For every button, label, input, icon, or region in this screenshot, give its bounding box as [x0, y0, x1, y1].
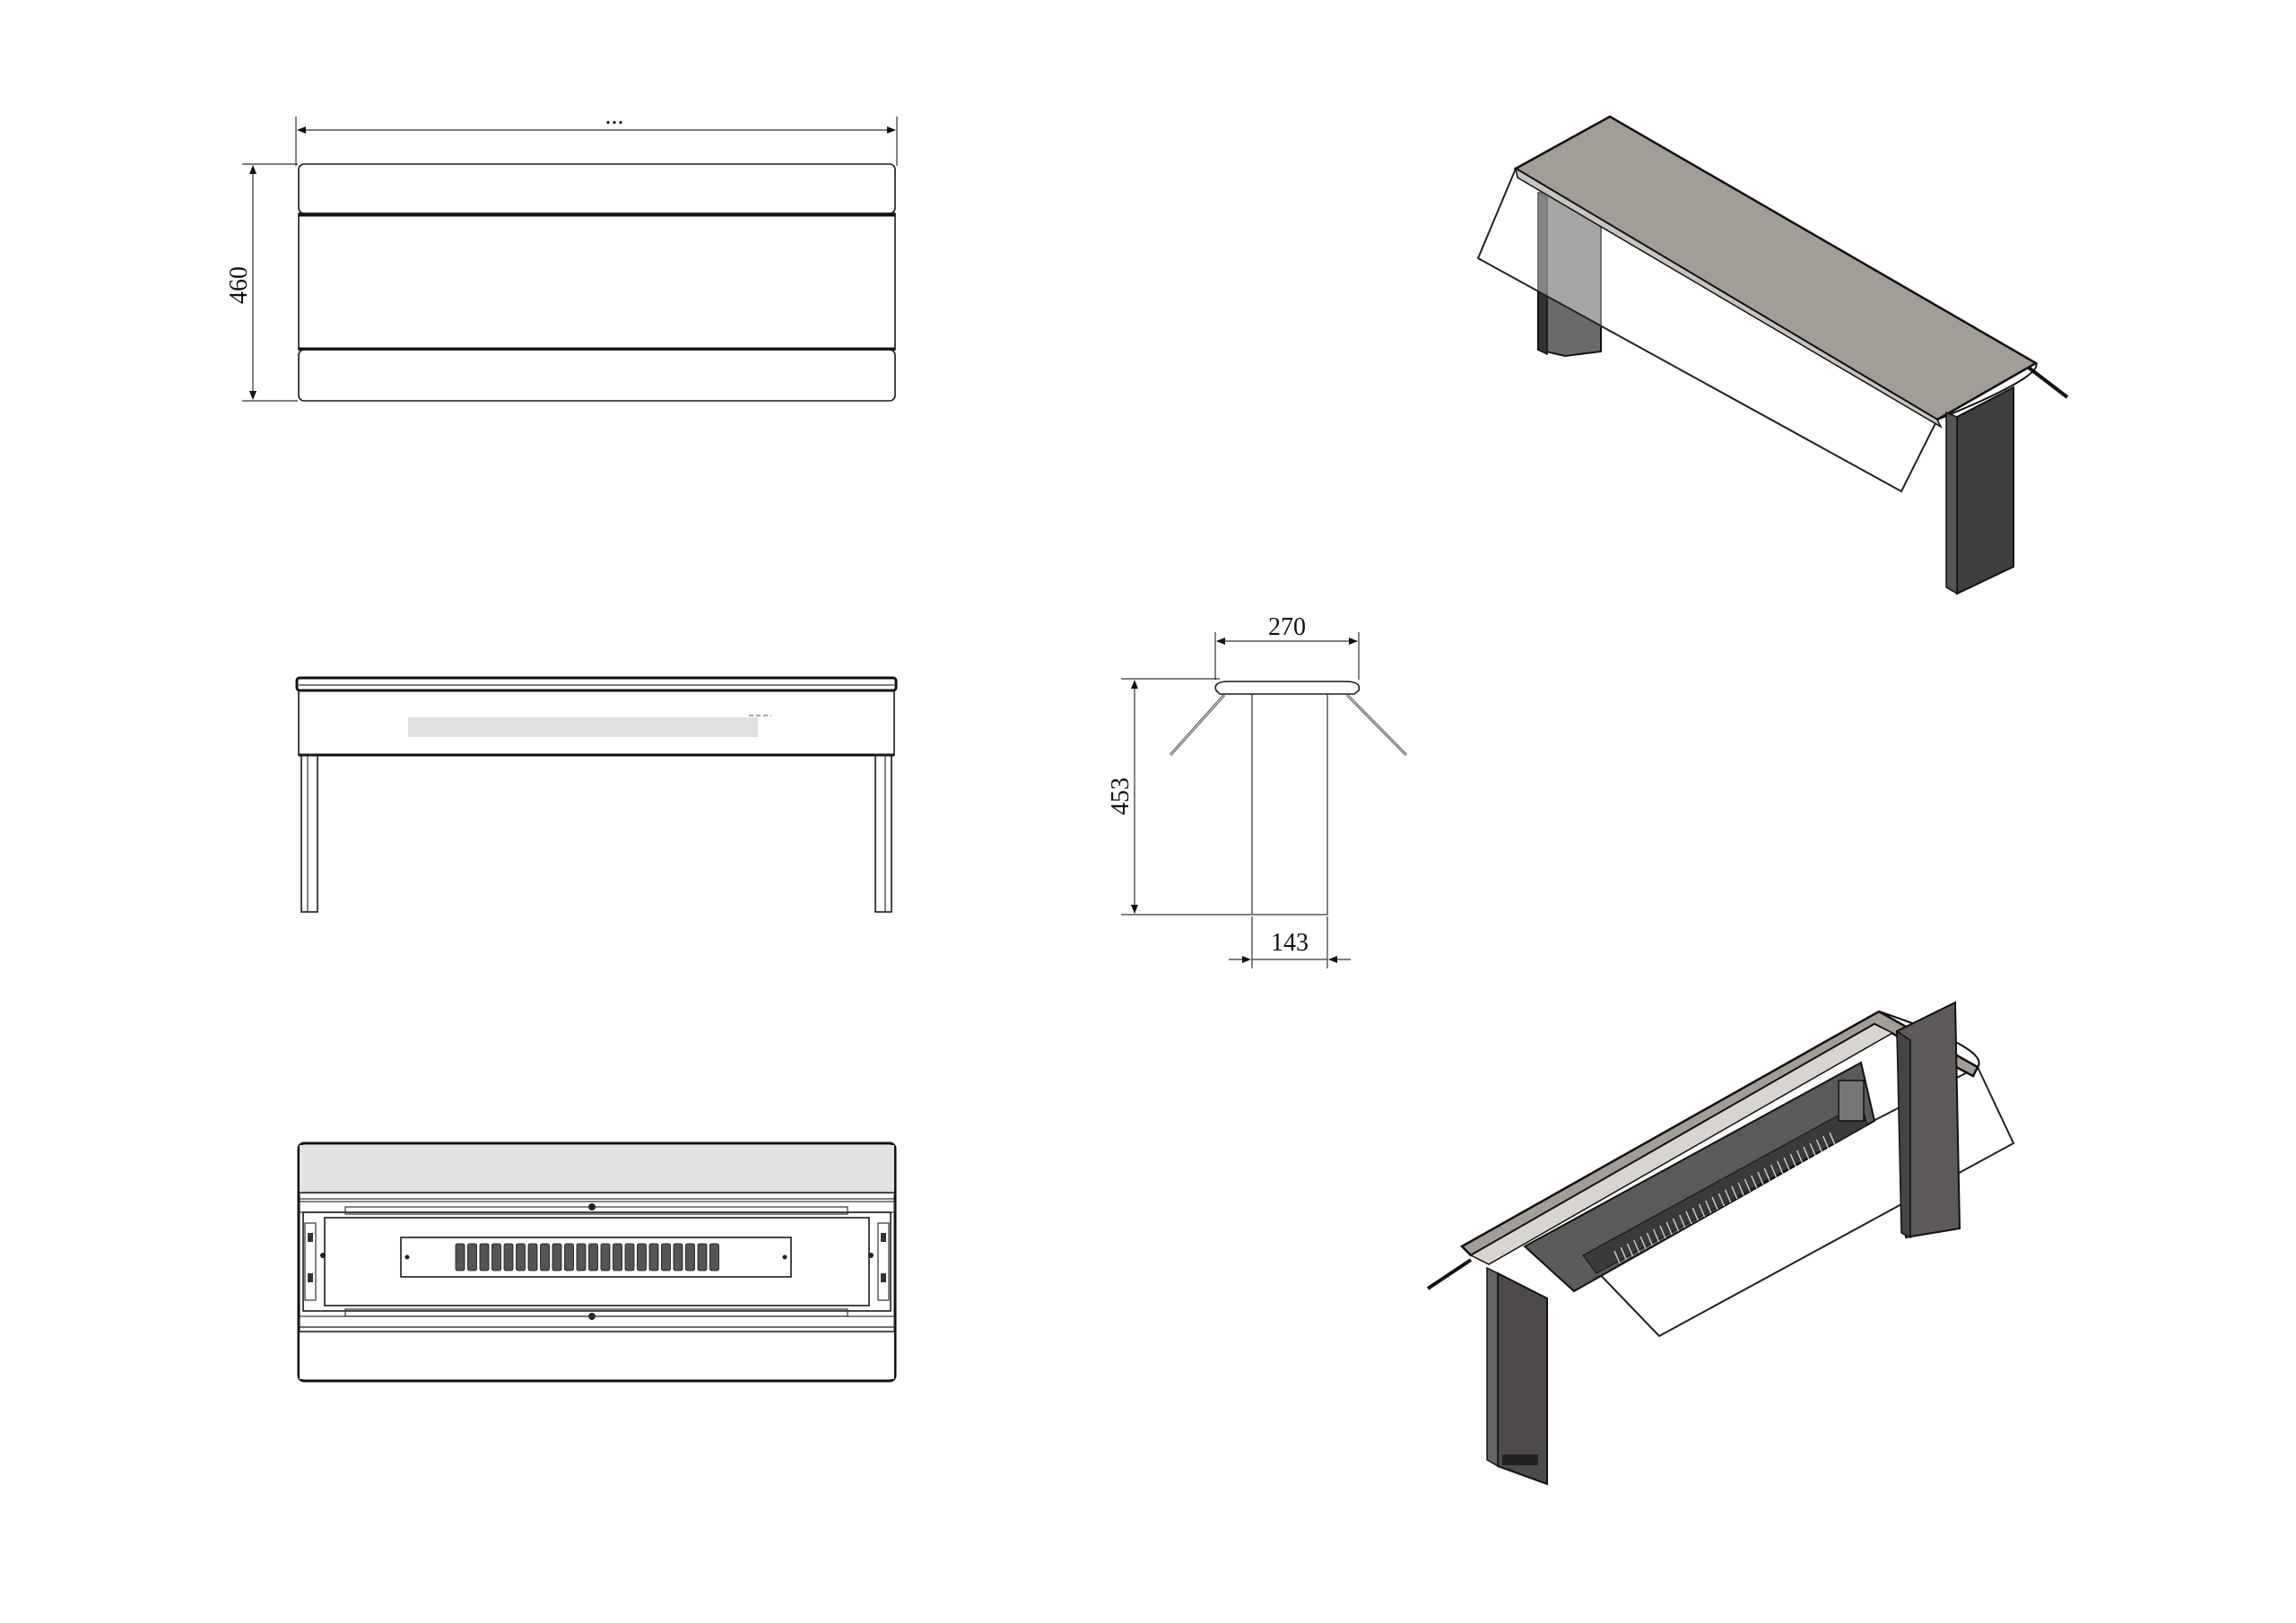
grill-slat: [503, 1243, 514, 1271]
grill-slat: [552, 1243, 562, 1271]
top-glass-front: [298, 349, 896, 402]
iso-grill-slat: [1718, 1193, 1726, 1207]
grill-slat: [624, 1243, 635, 1271]
iso-grill-slat: [1613, 1250, 1621, 1264]
iso-grill-slat: [1639, 1236, 1647, 1250]
iso-grill-slat: [1770, 1164, 1778, 1178]
grill-slat: [564, 1243, 574, 1271]
grill-slat: [540, 1243, 550, 1271]
front-leg-left: [300, 754, 318, 913]
iso-grill-slat: [1822, 1135, 1830, 1150]
grill-slat: [661, 1243, 671, 1271]
iso-grill-slat: [1724, 1189, 1732, 1203]
iso-grill-slat: [1672, 1218, 1680, 1232]
top-panel: [298, 213, 896, 351]
side-top-board: [1214, 681, 1361, 695]
iso-grill-slat: [1659, 1225, 1666, 1239]
top-width-label: ...: [605, 102, 624, 130]
iso-view-bottom: [1426, 1001, 2015, 1486]
iso-grill-slat: [1751, 1175, 1758, 1189]
bottom-glass-back: [300, 1145, 894, 1194]
iso-grill-slat: [1744, 1178, 1752, 1193]
heater-plate: [400, 1237, 792, 1278]
iso-grill-slat: [1796, 1150, 1804, 1164]
iso-grill-slat: [1777, 1160, 1784, 1175]
iso-grill-slat: [1803, 1146, 1810, 1160]
front-top-board: [295, 676, 898, 692]
grill-slat: [600, 1243, 611, 1271]
iso-grill-slat: [1646, 1232, 1654, 1246]
bottom-frame: [302, 1211, 891, 1312]
bottom-glass-front: [300, 1332, 894, 1379]
side-base-label: 143: [1271, 929, 1309, 957]
grill-slat: [637, 1243, 647, 1271]
iso-grill-slat: [1711, 1196, 1718, 1211]
iso-grill-slat: [1620, 1246, 1627, 1261]
grill-slat: [516, 1243, 526, 1271]
grill-slat: [685, 1243, 695, 1271]
side-view: 270 453 143: [1107, 613, 1408, 968]
iso-grill-slat: [1705, 1200, 1712, 1214]
grill-slat: [576, 1243, 587, 1271]
iso-grill-slat: [1698, 1203, 1706, 1218]
iso-heater-housing: [1523, 1061, 1876, 1293]
grill-slat: [673, 1243, 683, 1271]
top-view: ... 460: [225, 102, 898, 402]
iso-grill-slat: [1652, 1228, 1660, 1243]
iso-grill-slat: [1757, 1171, 1764, 1185]
grill-slat: [588, 1243, 598, 1271]
grill-slat: [709, 1243, 719, 1271]
iso-grill-slat: [1763, 1167, 1770, 1182]
iso-grill-slat: [1633, 1239, 1640, 1254]
iso-view-top: [1476, 115, 2069, 595]
iso-grill-slat: [1815, 1139, 1823, 1153]
iso-leg-front: [1956, 386, 2014, 595]
iso-grill-slat: [1789, 1153, 1797, 1167]
iso-grill-slat: [1737, 1182, 1744, 1196]
iso-grill-slat: [1731, 1185, 1738, 1200]
iso-grill-slat: [1809, 1142, 1816, 1157]
iso-grill-slat: [1783, 1157, 1790, 1171]
heater-grill: [455, 1243, 719, 1271]
side-leg: [1251, 693, 1328, 916]
bottom-view: [297, 1141, 897, 1383]
grill-slat: [491, 1243, 501, 1271]
top-depth-label: 460: [225, 266, 253, 304]
iso-grill-slat: [1685, 1211, 1692, 1225]
iso-heater-grill: [1613, 1132, 1836, 1264]
iso-grill-slat: [1692, 1207, 1699, 1221]
grill-slat: [697, 1243, 708, 1271]
grill-slat: [467, 1243, 477, 1271]
iso-grill-slat: [1626, 1243, 1634, 1257]
front-view: [295, 676, 898, 913]
front-leg-right: [874, 754, 892, 913]
iso-grill-slat: [1679, 1214, 1686, 1228]
side-height-label: 453: [1107, 777, 1135, 815]
grill-slat: [648, 1243, 659, 1271]
grill-slat: [455, 1243, 465, 1271]
grill-slat: [479, 1243, 490, 1271]
iso-grill-slat: [1829, 1132, 1836, 1146]
grill-slat: [527, 1243, 538, 1271]
top-glass-back: [298, 163, 896, 214]
iso-leg-front-bottom: [1497, 1271, 1548, 1486]
side-width-label: 270: [1268, 613, 1306, 641]
grill-slat: [613, 1243, 622, 1271]
iso-grill-slat: [1665, 1221, 1673, 1236]
